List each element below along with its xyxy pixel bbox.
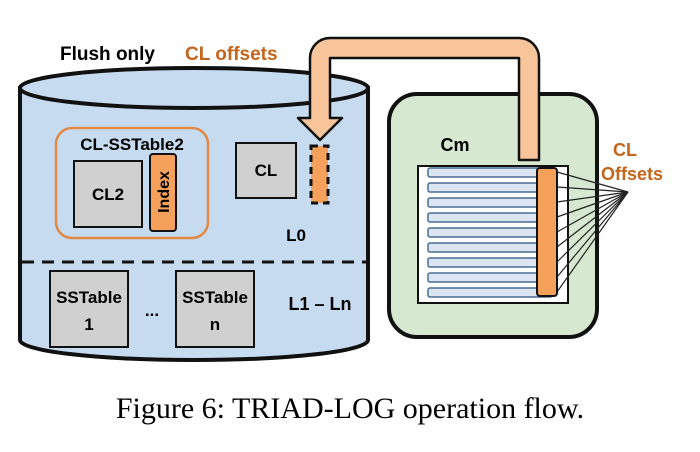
cl-box (235, 142, 297, 199)
cm-label: Cm (440, 135, 469, 155)
cl-offsets-dashed-box (309, 144, 330, 205)
log-entry-line (427, 227, 553, 238)
offset-pointer-line (556, 191, 629, 218)
offsets-fan-lines (556, 171, 629, 293)
ellipsis: ... (145, 301, 159, 320)
cl-sstable2-outline (54, 126, 210, 240)
sstable-1-label-line2: 1 (84, 315, 93, 334)
offset-pointer-line (556, 191, 629, 263)
log-entry-line (427, 287, 553, 298)
log-entry-line (427, 212, 553, 223)
offset-pointer-line (556, 186, 629, 193)
log-entry-line (427, 182, 553, 193)
index-label: Index (156, 171, 173, 213)
offset-pointer-line (556, 191, 629, 278)
sstable-n-label-line2: n (210, 315, 220, 334)
cl-offsets-label-line1: CL (613, 140, 637, 160)
index-box (149, 153, 177, 232)
log-entry-line (427, 272, 553, 283)
cl2-label: CL2 (92, 185, 124, 204)
log-entry-line (427, 257, 553, 268)
cl-offsets-header-label: CL offsets (185, 44, 278, 65)
offsets-bar (536, 167, 558, 297)
disk-top (18, 66, 370, 110)
log-entry-line (427, 197, 553, 208)
flush-arrow (296, 36, 541, 162)
cl-offsets-label-line2: Offsets (601, 164, 663, 184)
log-entry-line (427, 242, 553, 253)
flush-only-label: Flush only (60, 44, 155, 65)
offset-pointer-line (556, 191, 629, 248)
sstable-1-label-line1: SSTable (56, 288, 122, 307)
offset-pointer-line (556, 191, 629, 203)
sstable-n-label-line1: SSTable (182, 288, 248, 307)
cl-label: CL (255, 161, 278, 180)
offset-pointer-line (556, 191, 629, 293)
offset-pointer-line (556, 191, 629, 233)
figure-caption: Figure 6: TRIAD-LOG operation flow. (115, 392, 585, 425)
cl-sstable2-title: CL-SSTable2 (80, 135, 184, 154)
sstable-1-box (49, 270, 129, 348)
log-entry-line (427, 167, 553, 178)
l0-label: L0 (286, 226, 306, 245)
offset-pointer-line (556, 171, 629, 193)
cl-sstable2-group: CL-SSTable2 CL2 Index (54, 126, 210, 240)
commit-log-lines (427, 167, 553, 298)
sstable-n-box (175, 270, 255, 348)
levels-label: L1 – Ln (288, 294, 351, 314)
cl2-box (73, 160, 143, 228)
